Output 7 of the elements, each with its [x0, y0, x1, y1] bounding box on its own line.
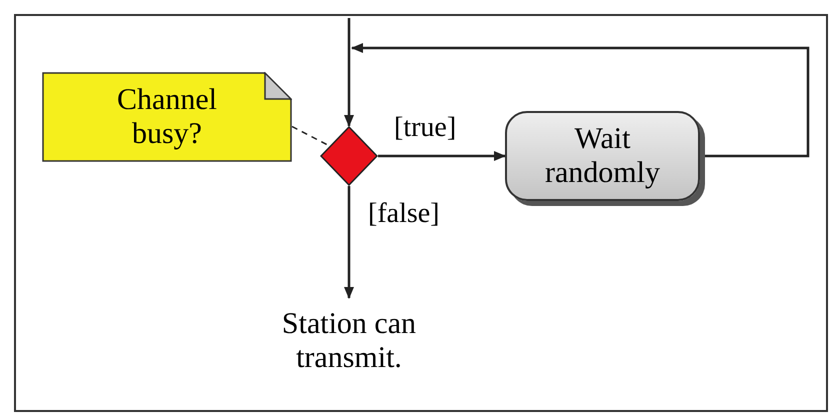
node-text: Wait randomly	[544, 122, 661, 190]
arrow	[378, 151, 506, 161]
arrow	[344, 186, 354, 299]
arrow	[351, 43, 810, 158]
node-text: Station can transmit.	[280, 307, 418, 375]
arrow	[344, 18, 354, 127]
node-text: Channel busy?	[116, 83, 218, 151]
